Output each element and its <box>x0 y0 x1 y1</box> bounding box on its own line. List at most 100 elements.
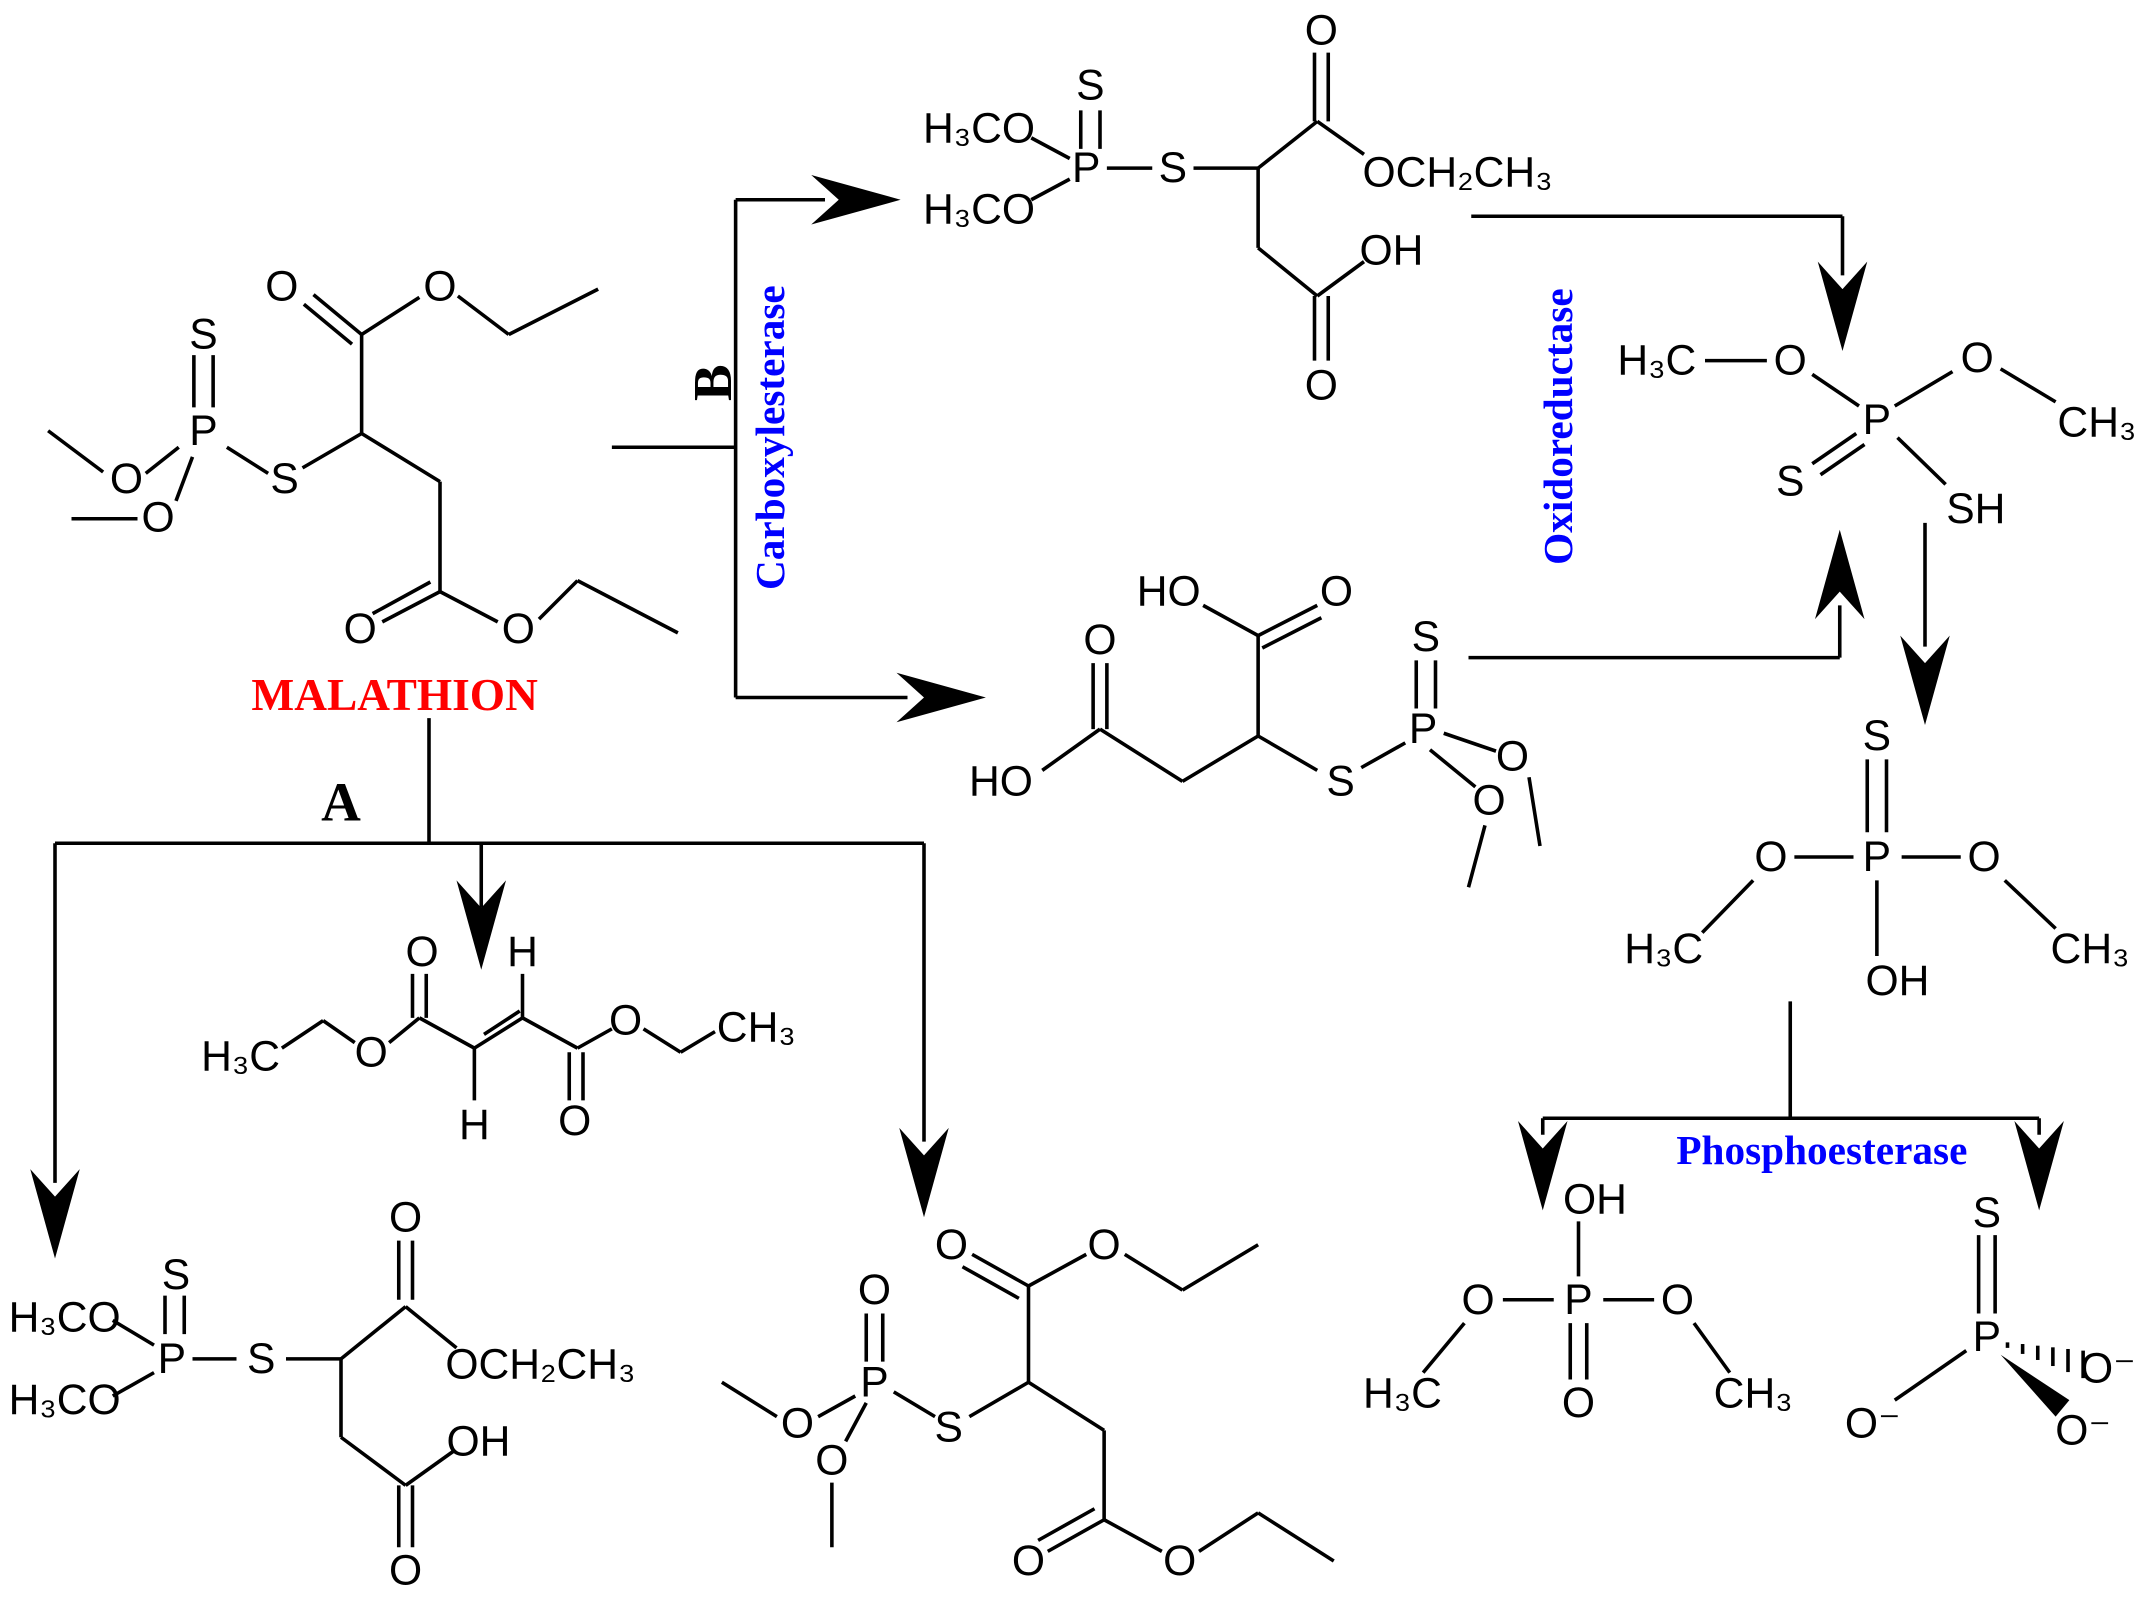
atom-label: O <box>1961 334 1994 382</box>
bond-line <box>576 579 679 635</box>
atom-label: S <box>935 1404 963 1452</box>
malathion-monoacid-top-structure: S H₃CO H₃CO P S O OCH₂CH₃ OH O <box>923 7 1553 410</box>
bond-line <box>1261 616 1323 650</box>
atom-label: CH₃ <box>1714 1369 1793 1417</box>
atom-label: O <box>355 1028 388 1076</box>
bond-line <box>1999 367 2057 404</box>
atom-label: P <box>1564 1276 1592 1324</box>
bond-line <box>961 1265 1020 1300</box>
diacid-structure: HO O O HO S P S O O <box>969 568 1529 825</box>
atom-label: P <box>860 1358 888 1406</box>
atom-label: O <box>1163 1537 1196 1585</box>
arrowhead-icon <box>456 880 506 970</box>
bond-line <box>1256 246 1319 298</box>
atom-label: O <box>815 1437 848 1485</box>
bond-line <box>1027 1380 1106 1432</box>
atom-label: P <box>1973 1313 2001 1361</box>
bond-line <box>1421 1321 1466 1374</box>
bond-line <box>1099 727 1184 783</box>
atom-label: S <box>270 455 298 503</box>
atom-label: OH <box>1866 957 1930 1005</box>
bond-line <box>1893 1349 1968 1402</box>
bond-line <box>111 1371 155 1398</box>
atom-label: HO <box>1137 568 1201 616</box>
atom-label: CH₃ <box>717 1004 796 1052</box>
atom-label: HO <box>969 757 1033 805</box>
bond-line <box>404 1449 455 1487</box>
atom-label: O <box>1305 361 1338 409</box>
atom-label: O <box>406 928 439 976</box>
bond-line <box>1046 1518 1105 1553</box>
bond-line <box>1030 136 1071 161</box>
dimethyl-phosphate-structure: OH P O O H₃C CH₃ O <box>1363 1175 1793 1427</box>
bond-line <box>1811 372 1861 408</box>
atom-label: O <box>1305 7 1338 55</box>
bond-line <box>971 1252 1030 1288</box>
atom-label: O <box>1462 1276 1495 1324</box>
atom-label: O <box>423 262 456 310</box>
bond-line <box>47 429 105 474</box>
bond-line <box>280 1019 325 1050</box>
atom-label: O <box>1562 1379 1595 1427</box>
arrowhead-icon <box>2014 1121 2064 1211</box>
bond-line <box>2003 879 2057 930</box>
atom-label: O <box>1968 833 2001 881</box>
bond-line <box>302 302 354 346</box>
bond-line <box>1527 776 1542 847</box>
bond-line <box>339 1305 407 1361</box>
phosphoesterase-label: Phosphoesterase <box>1676 1127 1967 1173</box>
atom-label: O <box>142 493 175 541</box>
atom-label: P <box>1409 705 1437 753</box>
atom-label: H <box>507 928 538 976</box>
atom-label: O <box>1012 1537 1045 1585</box>
atom-label: O <box>858 1266 891 1314</box>
arrowhead-icon <box>811 175 901 225</box>
bond-line <box>720 1380 778 1419</box>
atom-label: S <box>1973 1189 2001 1237</box>
bond-line <box>404 1305 458 1350</box>
atom-label: OCH₂CH₃ <box>445 1340 635 1388</box>
atom-label: O <box>1661 1276 1694 1324</box>
atom-label: O <box>389 1547 422 1595</box>
bond-line <box>483 1009 521 1036</box>
bond-line <box>360 431 441 484</box>
bond-line <box>679 1030 716 1054</box>
bond-line <box>1198 1511 1260 1553</box>
atom-label: P <box>1863 833 1891 881</box>
atom-label: S <box>189 311 217 359</box>
bond-line <box>1123 1252 1184 1292</box>
atom-label: P <box>158 1335 186 1383</box>
atom-label: H <box>459 1101 490 1149</box>
atom-label: H₃CO <box>9 1376 121 1424</box>
bond-line <box>1896 436 1947 486</box>
arrowhead-icon <box>1518 1121 1568 1211</box>
arrowhead-icon <box>896 672 986 723</box>
atom-label: O <box>558 1097 591 1145</box>
bond-line <box>576 1027 613 1050</box>
atom-label: OH <box>447 1417 511 1465</box>
atom-label: O⁻ <box>1845 1400 1901 1448</box>
bond-line <box>1819 443 1866 477</box>
bond-line <box>387 1016 421 1045</box>
bond-line <box>225 445 270 475</box>
atom-label: P <box>1072 144 1100 192</box>
bond-line <box>1443 731 1497 753</box>
bond-line <box>507 287 599 337</box>
bond-line <box>1360 741 1407 770</box>
atom-label: O <box>344 605 377 653</box>
atom-label: OH <box>1360 227 1424 275</box>
atom-label: P <box>1863 396 1891 444</box>
atom-label: O <box>389 1193 422 1241</box>
atom-label: H₃CO <box>9 1294 121 1342</box>
atom-label: O <box>1774 337 1807 385</box>
bond-line <box>1257 734 1319 772</box>
bond-line <box>1811 432 1858 466</box>
atom-label: H₃C <box>1624 925 1703 973</box>
atom-label: O⁻ <box>2055 1406 2111 1454</box>
bond-line <box>1316 119 1366 156</box>
bond-line <box>473 1016 524 1050</box>
bond-line <box>111 1318 155 1347</box>
bond-line <box>1257 119 1319 170</box>
atom-label: S <box>1776 458 1804 506</box>
